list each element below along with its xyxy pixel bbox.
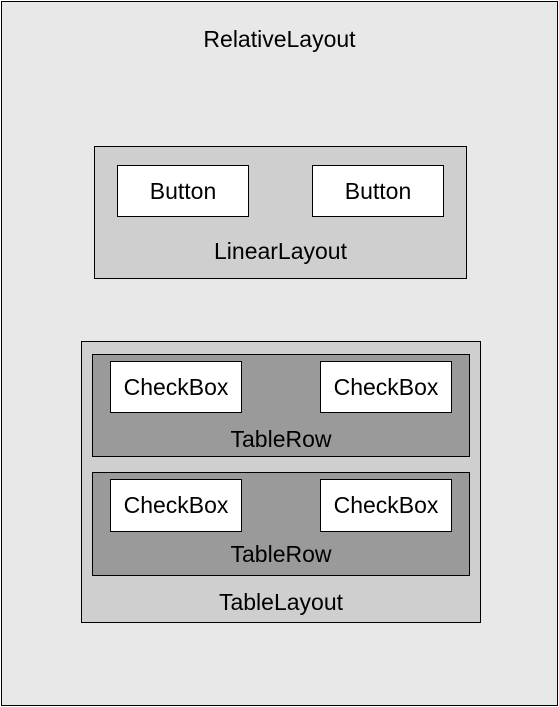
checkbox-row2-left: CheckBox (110, 479, 242, 532)
table-row-1-label: TableRow (230, 426, 332, 452)
table-layout-container: CheckBox CheckBox TableRow CheckBox Chec… (81, 341, 481, 623)
table-layout-label: TableLayout (218, 589, 344, 615)
linear-layout-container: Button Button LinearLayout (94, 146, 467, 279)
button-right: Button (312, 165, 444, 217)
table-row-2: CheckBox CheckBox TableRow (92, 472, 470, 576)
table-row-1: CheckBox CheckBox TableRow (92, 354, 470, 457)
checkbox-row1-left: CheckBox (110, 361, 242, 413)
checkbox-row2-right: CheckBox (320, 479, 452, 532)
table-row-2-label: TableRow (230, 541, 332, 567)
linear-layout-label: LinearLayout (214, 238, 347, 264)
checkbox-row1-right: CheckBox (320, 361, 452, 413)
relative-layout-label: RelativeLayout (203, 26, 356, 52)
button-left: Button (117, 165, 249, 217)
